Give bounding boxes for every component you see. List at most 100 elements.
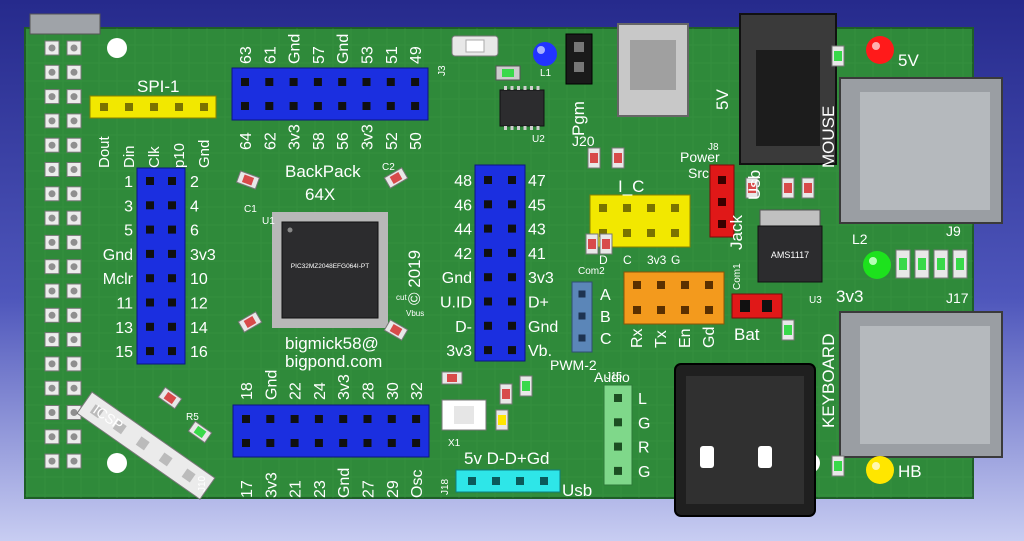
header-pin bbox=[266, 415, 275, 423]
usb-header-body[interactable] bbox=[455, 469, 561, 493]
mid-header-body[interactable] bbox=[474, 164, 526, 362]
bat-jumper[interactable] bbox=[731, 293, 783, 319]
i2c-pin-label: C bbox=[623, 253, 632, 267]
edge-pin-hole bbox=[48, 93, 56, 101]
top-header-label: 58 bbox=[311, 132, 328, 150]
mcu-chip[interactable] bbox=[281, 221, 379, 319]
resistor-body bbox=[937, 258, 945, 270]
edge-pin-hole bbox=[48, 141, 56, 149]
mid-header-label: 45 bbox=[528, 197, 546, 214]
pgm-jumper-pin bbox=[574, 62, 584, 72]
bottom-header-label: 28 bbox=[361, 382, 378, 400]
mid-header-label: 3v3 bbox=[446, 343, 472, 360]
smd-part bbox=[157, 386, 183, 410]
edge-pin-hole bbox=[48, 384, 56, 392]
smd-part bbox=[235, 170, 261, 190]
header-pin bbox=[508, 248, 516, 257]
top-header-label: 51 bbox=[384, 46, 401, 64]
label-cut: cut bbox=[396, 293, 407, 302]
header-pin bbox=[484, 321, 492, 330]
header-pin bbox=[146, 201, 154, 210]
header-pin bbox=[338, 102, 347, 110]
header-pin bbox=[671, 229, 679, 237]
header-pin bbox=[623, 204, 631, 212]
bat-pin bbox=[740, 300, 750, 312]
chip-pin bbox=[504, 86, 507, 90]
mid-header-label: 44 bbox=[454, 222, 472, 239]
left-header-body[interactable] bbox=[136, 167, 186, 365]
header-pin bbox=[168, 249, 176, 258]
left-header-label: 5 bbox=[124, 223, 133, 240]
header-pin bbox=[241, 102, 249, 110]
voltage-regulator[interactable] bbox=[757, 225, 823, 283]
header-pin bbox=[100, 103, 108, 111]
smd-part bbox=[187, 420, 213, 444]
com1-pin-label: Gd bbox=[701, 327, 718, 348]
com1-header-body[interactable] bbox=[623, 271, 725, 325]
i2c-pin-label: G bbox=[671, 253, 680, 267]
header-pin bbox=[387, 439, 396, 447]
left-header-label: 3 bbox=[124, 198, 133, 215]
top-header-body[interactable] bbox=[231, 67, 429, 121]
header-pin bbox=[671, 204, 679, 212]
smd-part bbox=[499, 383, 513, 405]
header-pin bbox=[705, 281, 713, 289]
header-pin bbox=[599, 229, 607, 237]
bottom-header-body[interactable] bbox=[232, 404, 430, 458]
label-c2: C2 bbox=[382, 162, 395, 173]
label-vbus: Vbus bbox=[406, 309, 424, 318]
edge-pin-strip bbox=[44, 40, 82, 469]
label-r5: R5 bbox=[186, 412, 199, 423]
header-pin bbox=[508, 176, 516, 184]
led-3v3-shine bbox=[869, 257, 877, 265]
u2-chip[interactable] bbox=[499, 89, 545, 127]
header-pin bbox=[386, 102, 395, 110]
led-hb-yellow bbox=[866, 456, 894, 484]
header-pin bbox=[578, 334, 586, 342]
label-u2: U2 bbox=[532, 134, 545, 145]
pgm-jumper[interactable] bbox=[565, 33, 593, 85]
label-j10: J10 bbox=[197, 475, 208, 492]
com1-pin-label: Tx bbox=[653, 330, 670, 348]
mid-header-label: Vb. bbox=[528, 343, 552, 360]
header-pin bbox=[168, 298, 176, 307]
chip-pin bbox=[517, 126, 520, 130]
audio-pin-label: R bbox=[638, 440, 650, 457]
header-pin bbox=[146, 225, 154, 234]
smd-part bbox=[781, 319, 795, 341]
header-pin bbox=[705, 306, 713, 314]
icsp-connector[interactable] bbox=[76, 391, 216, 501]
spi-pin-label: p10 bbox=[171, 143, 188, 168]
header-pin bbox=[146, 274, 154, 283]
header-pin bbox=[168, 274, 176, 283]
smd-part bbox=[519, 375, 533, 397]
header-pin bbox=[175, 103, 183, 111]
header-pin bbox=[484, 224, 492, 233]
edge-pin-hole bbox=[48, 360, 56, 368]
header-pin bbox=[484, 200, 492, 209]
smd-part bbox=[599, 233, 613, 255]
mid-header-label: 48 bbox=[454, 173, 472, 190]
board-email-domain: bigpond.com bbox=[285, 352, 382, 371]
smd-part bbox=[585, 233, 599, 255]
mid-header-label: Gnd bbox=[528, 319, 558, 336]
top-header-label: 52 bbox=[384, 132, 401, 150]
edge-pin-hole bbox=[48, 117, 56, 125]
label-com2: Com2 bbox=[578, 266, 605, 277]
header-pin bbox=[313, 102, 322, 110]
header-pin bbox=[484, 346, 492, 355]
label-i2c: I_C bbox=[618, 177, 644, 196]
label-usb-vertical: Usb bbox=[745, 170, 764, 200]
header-pin bbox=[362, 102, 371, 110]
label-pwm2: PWM-2 bbox=[550, 357, 597, 373]
audio-pin-label: L bbox=[638, 391, 647, 408]
edge-pin-hole bbox=[70, 214, 78, 222]
edge-pin-hole bbox=[48, 190, 56, 198]
inductor-l1-core bbox=[502, 69, 514, 77]
left-header-label: 11 bbox=[116, 296, 133, 313]
